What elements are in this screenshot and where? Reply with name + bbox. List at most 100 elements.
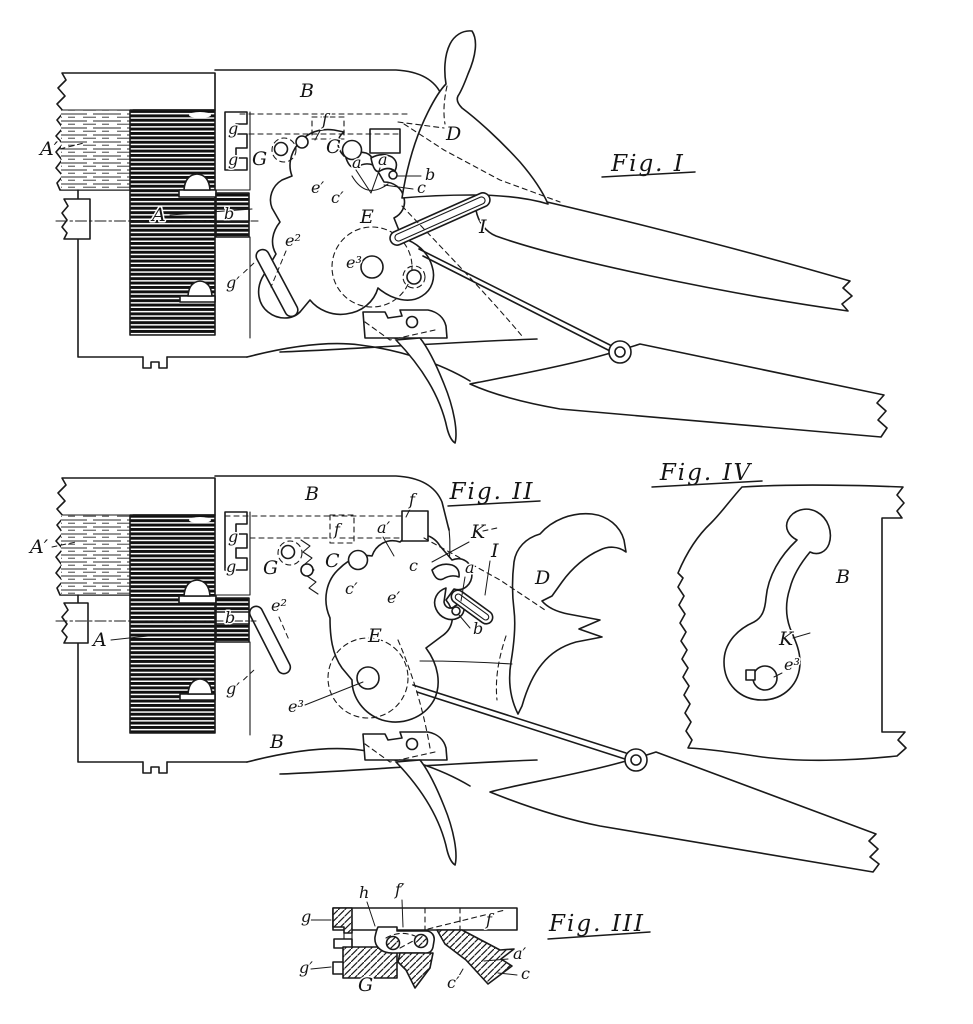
part-label: A′ — [28, 536, 49, 558]
part-label: B — [304, 483, 319, 505]
part-label: I — [490, 540, 499, 562]
part-label: c′ — [447, 973, 460, 992]
part-label: g — [301, 907, 311, 926]
part-label: g′ — [299, 958, 313, 977]
fig4-frame-plate — [677, 484, 907, 762]
fig1-magazine-tube-break — [61, 198, 91, 240]
part-label: e³ — [288, 697, 304, 716]
label-leader — [236, 669, 255, 687]
part-label: B — [269, 731, 284, 753]
label-leader — [270, 250, 287, 288]
fig3-section-wedge-a — [436, 929, 515, 985]
part-label: f — [333, 520, 343, 539]
bullet — [187, 280, 213, 297]
part-label: K — [778, 628, 795, 650]
fig1-breech-block — [255, 128, 435, 319]
part-label: a′ — [513, 944, 527, 963]
cam-stud-e3 — [356, 666, 380, 690]
fig2-stock-wrist — [489, 751, 880, 873]
fig1-trigger — [395, 337, 457, 444]
fig2-title-underline — [447, 500, 541, 507]
fig1-hammer — [401, 30, 549, 205]
label-leader — [310, 966, 332, 970]
fig2-elevator-arm — [248, 605, 292, 675]
fig1-barrel — [474, 185, 853, 312]
fig3-section-wedge-c — [397, 952, 434, 989]
fig1-stock — [55, 72, 216, 191]
fig1-hidden-lines — [55, 85, 561, 341]
label-leader — [401, 899, 404, 928]
part-label: B — [835, 566, 850, 588]
pivot-circle — [341, 139, 363, 161]
fig2-frame — [61, 594, 471, 787]
label-leader — [792, 632, 811, 639]
fig2-hidden-lines — [55, 515, 546, 763]
part-label: g — [228, 119, 238, 138]
fig2-standing-breech — [401, 510, 429, 542]
part-label: e′ — [387, 588, 400, 607]
part-label: g — [228, 150, 238, 169]
rivet — [413, 933, 429, 949]
fig1-lockplate — [279, 265, 538, 353]
label-leader — [382, 536, 395, 557]
part-label: a — [378, 150, 388, 169]
label-leader — [497, 972, 518, 976]
label-leader — [405, 508, 411, 518]
cartridge-tip — [189, 112, 211, 118]
part-label: A′ — [38, 138, 59, 160]
fig3-title: Fig. III — [548, 911, 645, 937]
fig4-labels: B Ke³ — [773, 565, 852, 678]
fig1-standing-breech — [369, 128, 401, 154]
label-leader — [278, 616, 290, 641]
part-label: b — [425, 165, 435, 184]
rivet — [385, 935, 401, 951]
fig1-carrier-link — [389, 192, 491, 246]
fig2-receiver-top — [214, 475, 450, 531]
fig4-stud-key — [745, 669, 756, 681]
fig4-title: Fig. IV — [659, 460, 753, 486]
label-leader — [314, 128, 322, 141]
part-label: I — [478, 216, 487, 238]
part-label: a — [465, 558, 475, 577]
fig1-lever — [418, 248, 632, 364]
part-label: G — [252, 148, 267, 170]
label-leader — [383, 184, 414, 190]
part-label: C — [326, 136, 341, 158]
part-label: a′ — [377, 518, 391, 537]
fig1-stock-wrist — [469, 343, 888, 438]
part-label: b — [225, 608, 235, 627]
part-label: C — [325, 550, 340, 572]
fig2-lever — [412, 684, 648, 772]
fig1-title-underline — [601, 171, 696, 178]
label-leader — [460, 576, 466, 602]
label-leader — [484, 560, 491, 596]
part-label: g — [228, 527, 238, 546]
fig3-title-underline — [547, 931, 651, 940]
part-label: c′ — [345, 579, 358, 598]
part-label: E — [367, 625, 382, 647]
fig2-trigger — [395, 759, 457, 866]
part-label: b — [224, 204, 234, 223]
fig1-magazine — [129, 109, 217, 336]
fig4-cam-slot-K — [723, 508, 832, 701]
part-label: c — [409, 556, 418, 575]
part-label: K — [470, 521, 487, 543]
label-leader — [169, 208, 253, 216]
part-label: G — [263, 557, 278, 579]
part-label: f — [321, 110, 331, 129]
part-label: E — [359, 206, 374, 228]
part-label: g′ — [226, 273, 240, 292]
part-label: c — [521, 964, 530, 983]
part-label: f′ — [394, 880, 405, 899]
part-label: e³ — [784, 655, 800, 674]
fig1-guide-rail — [214, 72, 251, 339]
fig2-stock — [55, 477, 216, 596]
label-leader — [455, 968, 464, 982]
fig1-frame — [61, 189, 471, 382]
label-leader — [51, 541, 77, 548]
label-leader — [110, 635, 149, 641]
